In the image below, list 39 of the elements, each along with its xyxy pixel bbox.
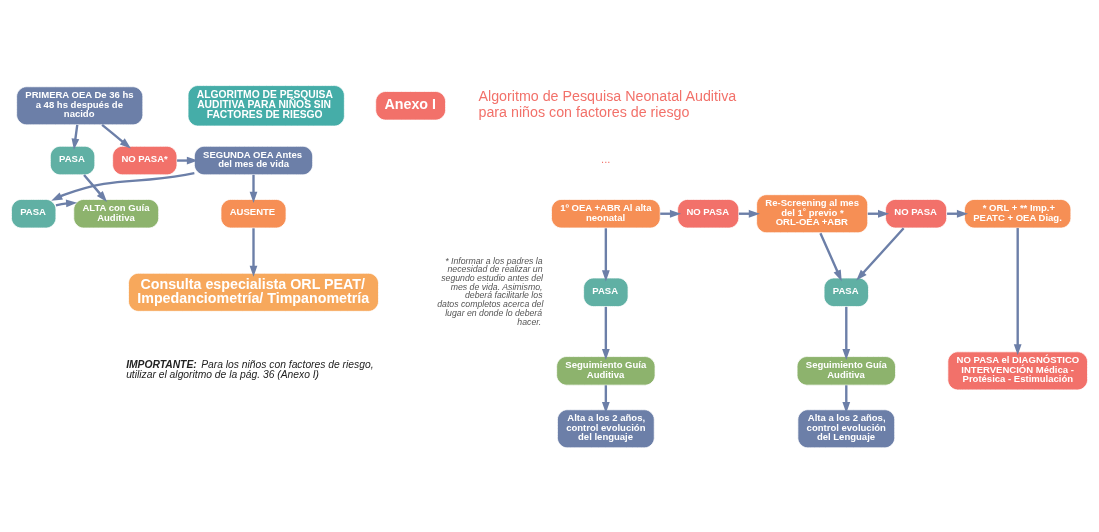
node-box: Re-Screening al mes del 1˚ previo * ORL-OEA +ABR (756, 193, 869, 233)
label: ... (601, 153, 611, 165)
arrow (856, 226, 905, 281)
label: IMPORTANTE: Para los niños con factores de riesgo, utilizar el algoritmo de la pág. 36 (Anexo I) (126, 358, 374, 380)
arrow (101, 123, 131, 148)
node-box: Anexo I (375, 90, 446, 120)
label: * Informar a los padres la necesidad de realizar un segundo estudio antes del mes de vida. Asimismo, deberá facilitarle los datos completos acerca del lugar en donde lo deberá hacer. (437, 255, 544, 327)
node-box: 1º OEA +ABR Al alta neonatal (551, 198, 661, 228)
arrow (842, 306, 851, 360)
node-box: * ORL + ** Imp.+ PEATC + OEA Diag. (964, 198, 1072, 228)
node-box: AUSENTE (220, 198, 287, 228)
arrow (71, 124, 80, 150)
node-box: ALTA con Guía Auditiva (73, 198, 160, 228)
node-box: NO PASA (885, 198, 948, 228)
node-box: ALGORITMO DE PESQUISA AUDITIVA PARA NIÑOS SIN FACTORES DE RIESGO (187, 84, 345, 126)
arrow (249, 227, 258, 277)
node-box: SEGUNDA OEA Antes del mes de vida (194, 145, 314, 175)
arrow (601, 227, 610, 281)
node-box: PASA (49, 145, 96, 175)
node-box: PASA (583, 277, 629, 307)
arrow (1013, 227, 1022, 355)
node-box: PRIMERA OEA De 36 hs a 48 hs después de nacido (16, 85, 144, 125)
node-box: Alta a los 2 años, control evolución del lenguaje (557, 408, 655, 448)
node-box: PASA (11, 198, 57, 228)
arrow (249, 174, 258, 203)
arrow (819, 232, 842, 281)
node-box: NO PASA (677, 198, 740, 228)
node-box: Alta a los 2 años, control evolución del Lenguaje (797, 408, 896, 448)
arrow (83, 173, 107, 202)
node-box: NO PASA el DIAGNÓSTICO INTERVENCIÓN Médica - Protésica - Estimulación (947, 350, 1088, 390)
node-box: Consulta especialista ORL PEAT/ Impedanciometría/ Timpanometría (128, 272, 379, 312)
label: Algoritmo de Pesquisa Neonatal Auditiva para niños con factores de riesgo (478, 87, 737, 120)
node-box: Seguimiento Guía Auditiva (796, 355, 896, 386)
arrow (177, 156, 198, 164)
node-box: NO PASA* (112, 145, 178, 175)
arrow (601, 306, 610, 360)
arrow (51, 171, 195, 201)
node-box: Seguimiento Guía Auditiva (556, 355, 656, 386)
node-box: PASA (823, 277, 869, 307)
